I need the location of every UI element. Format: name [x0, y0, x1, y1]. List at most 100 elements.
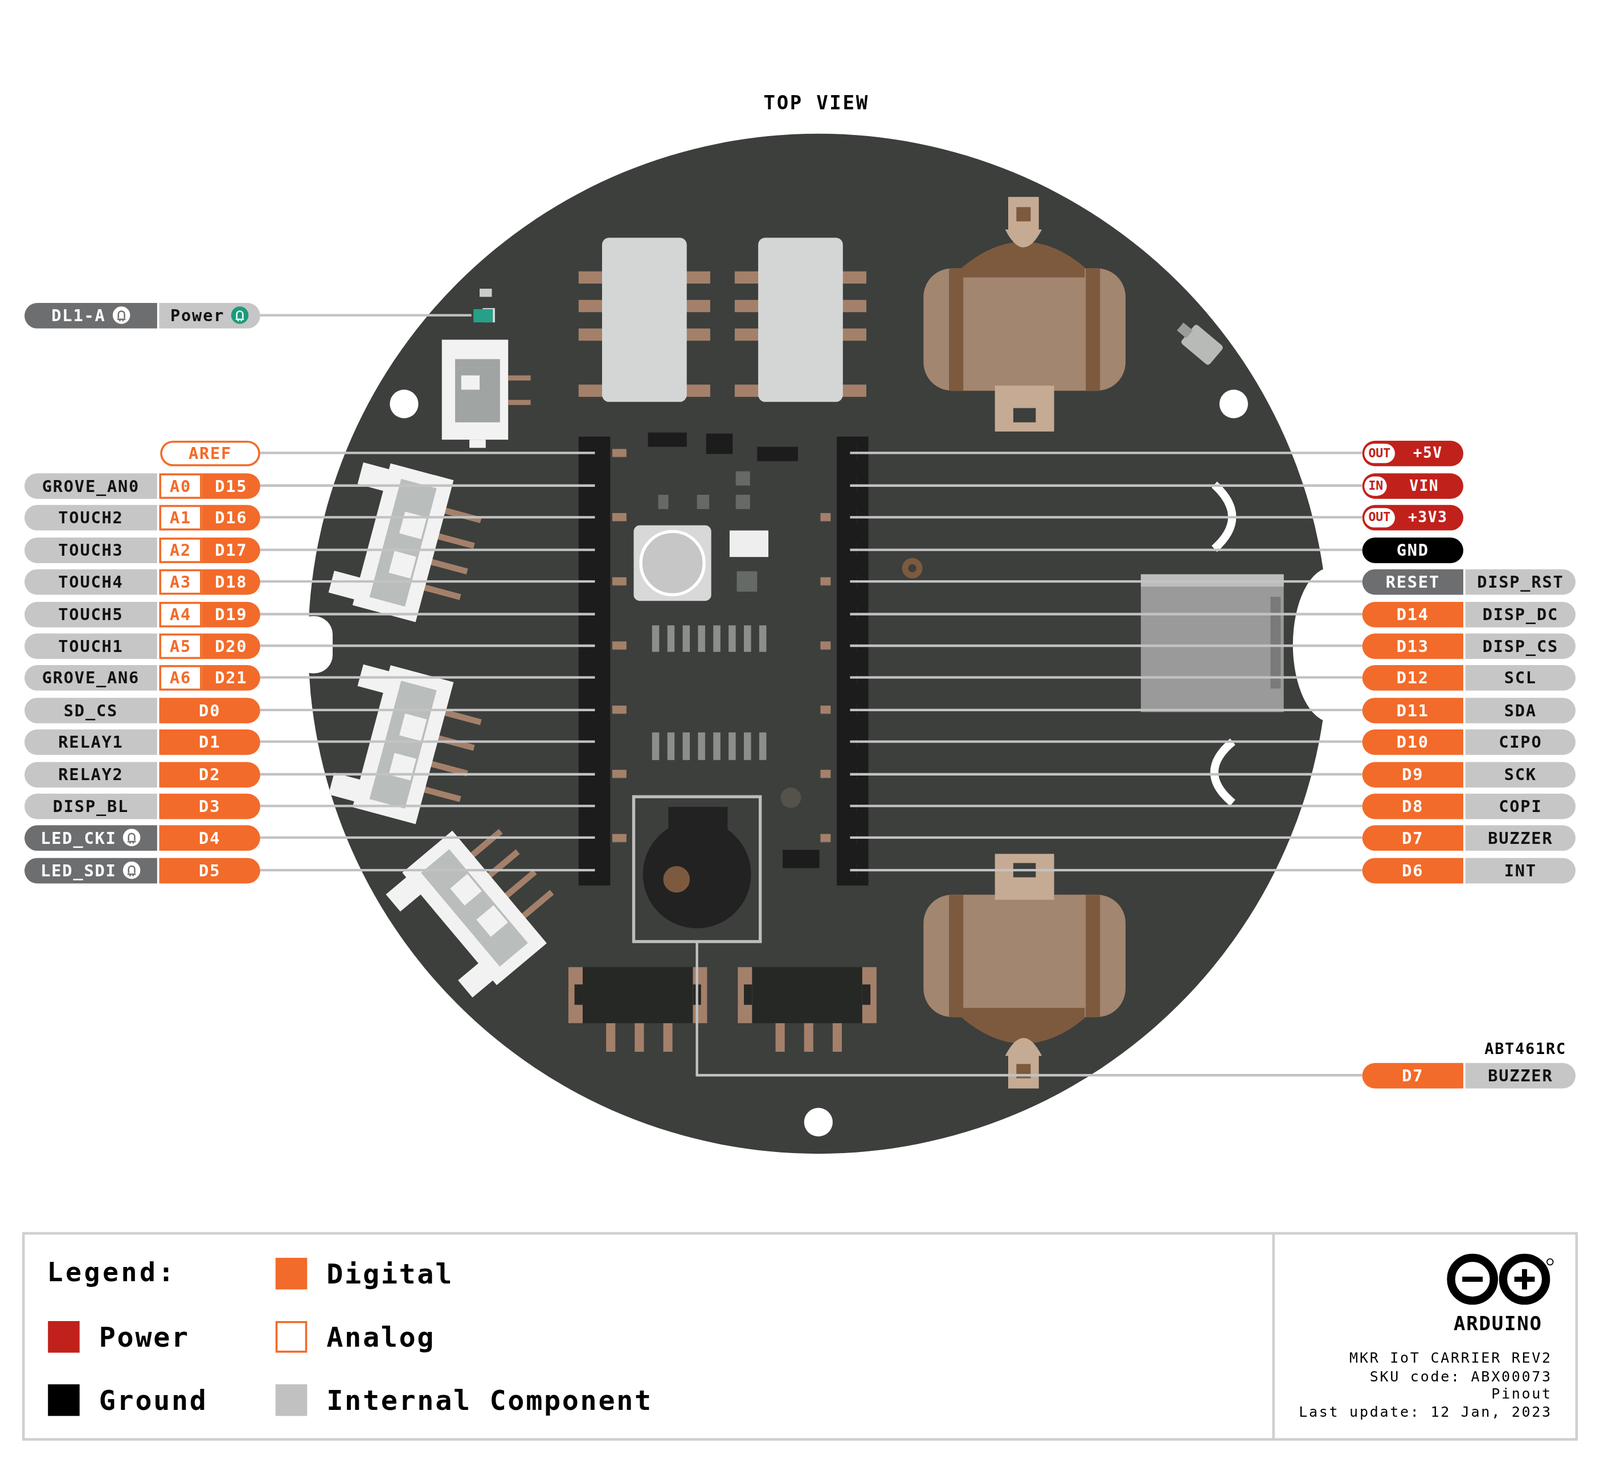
pin-label: DISP_DC: [1465, 601, 1576, 628]
pin-text: RELAY1: [58, 731, 124, 752]
legend-text: Power: [99, 1319, 190, 1356]
pin-label: D19: [202, 601, 261, 628]
pin-text: TOUCH3: [58, 540, 124, 560]
pin-text: DISP_BL: [52, 796, 129, 816]
pin-text: COPI: [1498, 796, 1542, 816]
label-text: SKU code: ABX00073: [735, 1367, 1553, 1386]
pin-text: D15: [214, 476, 248, 496]
pin-text: D10: [1396, 731, 1430, 752]
pin-label: A0: [158, 472, 202, 499]
pin-label: TOUCH5: [24, 601, 158, 628]
diagram-title: TOP VIEW: [408, 89, 1225, 116]
led-icon: [111, 305, 130, 325]
pin-label: D10: [1362, 729, 1464, 755]
pin-text: Power: [170, 305, 225, 326]
pin-text: D8: [1401, 796, 1424, 816]
pin-text: D2: [198, 764, 221, 785]
pin-text: DISP_CS: [1482, 636, 1559, 656]
pin-label: D16: [202, 504, 261, 531]
pin-label: A4: [158, 601, 202, 628]
pin-label: TOUCH2: [24, 504, 158, 531]
legend-text: Internal Component: [326, 1382, 653, 1419]
pin-label: D18: [202, 569, 261, 595]
pin-label: SD_CS: [24, 697, 158, 723]
pin-label: A5: [158, 633, 202, 660]
label-text: Last update: 12 Jan, 2023: [735, 1402, 1553, 1422]
pin-label: D11: [1362, 697, 1464, 723]
legend-swatch: [275, 1321, 308, 1354]
pin-label: RESET: [1362, 569, 1464, 595]
pin-label: AREF: [160, 440, 261, 466]
pin-text: D17: [214, 540, 248, 560]
pin-text: D6: [1401, 860, 1424, 881]
pin-label: D14: [1362, 601, 1464, 628]
legend-text: Ground: [99, 1382, 208, 1419]
pin-label: D4: [158, 824, 260, 851]
pin-label: A6: [158, 664, 202, 691]
legend-swatch: [275, 1258, 308, 1291]
pin-text: A2: [169, 540, 192, 560]
pin-text: BUZZER: [1487, 828, 1553, 848]
pin-text: AREF: [188, 443, 232, 463]
pin-text: RELAY2: [58, 764, 124, 785]
pin-text: D19: [214, 604, 248, 624]
led-icon: [230, 305, 249, 325]
pin-label: OUT+3V3: [1362, 504, 1464, 531]
pin-label: DISP_BL: [24, 793, 158, 820]
pin-text: TOUCH4: [58, 571, 124, 592]
pin-text: A6: [169, 668, 192, 688]
pin-label: DISP_RST: [1465, 569, 1576, 595]
pin-text: D4: [198, 828, 221, 848]
pin-label: BUZZER: [1465, 824, 1576, 851]
pin-label: Power: [158, 302, 260, 329]
pin-text: D7: [1401, 1065, 1424, 1086]
pin-text: SD_CS: [63, 700, 118, 720]
pin-text: A4: [169, 604, 192, 624]
pin-text: DISP_RST: [1476, 571, 1564, 592]
pin-text: D11: [1396, 700, 1430, 720]
pin-text: TOUCH1: [58, 636, 124, 656]
pin-text: GND: [1396, 540, 1430, 560]
legend-swatch: [275, 1384, 308, 1417]
pin-label: LED_SDI: [24, 857, 158, 884]
legend-text: Digital: [326, 1256, 454, 1293]
pin-label: D6: [1362, 857, 1464, 884]
pin-label: D13: [1362, 633, 1464, 660]
pin-text: D9: [1401, 764, 1424, 785]
pin-label: D5: [158, 857, 260, 884]
pin-text: A1: [169, 507, 192, 527]
pin-text: SCK: [1504, 764, 1537, 785]
pin-label: GND: [1362, 537, 1464, 563]
pin-label: TOUCH4: [24, 569, 158, 595]
pin-label: D7: [1362, 1062, 1464, 1089]
pin-label: GROVE_AN0: [24, 472, 158, 499]
pin-label: D0: [158, 697, 260, 723]
pin-label: D17: [202, 537, 261, 563]
pin-label: LED_CKI: [24, 824, 158, 851]
pin-label: A2: [158, 537, 202, 563]
pin-text: TOUCH5: [58, 604, 124, 624]
pin-text: D5: [198, 860, 221, 881]
pin-text: CIPO: [1498, 731, 1542, 752]
pin-label: D1: [158, 729, 260, 755]
pin-text: D0: [198, 700, 221, 720]
pin-text: RESET: [1385, 571, 1440, 592]
pin-text: VIN: [1386, 477, 1462, 494]
pin-label: A3: [158, 569, 202, 595]
pin-text: D13: [1396, 636, 1430, 656]
pin-label: D20: [202, 633, 261, 660]
pin-text: D21: [214, 668, 248, 688]
pin-direction: OUT: [1364, 507, 1395, 527]
pin-text: DL1-A: [51, 305, 106, 326]
pin-label: D15: [202, 472, 261, 499]
pin-label: INVIN: [1362, 472, 1464, 499]
pin-label: TOUCH3: [24, 537, 158, 563]
pin-text: D7: [1401, 828, 1424, 848]
pin-label: D8: [1362, 793, 1464, 820]
pin-text: LED_CKI: [40, 828, 117, 848]
pin-label: OUT+5V: [1362, 440, 1464, 466]
pin-label: GROVE_AN6: [24, 664, 158, 691]
pin-text: A3: [169, 571, 192, 592]
pin-label: SCL: [1465, 664, 1576, 691]
pin-text: A0: [169, 476, 192, 496]
